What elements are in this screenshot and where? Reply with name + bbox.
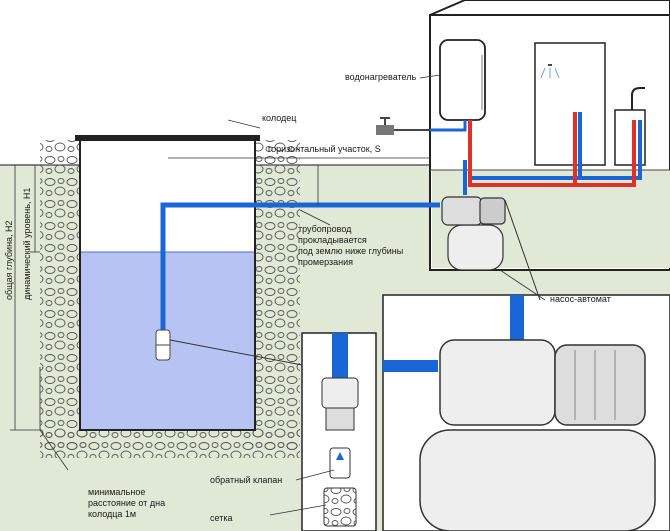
outdoor-tap (376, 117, 430, 135)
label-dynamic-level: динамический уровень, Н1 (22, 188, 32, 300)
label-pipeline-1: трубопровод (298, 224, 352, 234)
label-water-heater: водонагреватель (345, 72, 416, 82)
label-pipeline-2: прокладывается (298, 235, 367, 245)
label-well: колодец (262, 113, 296, 123)
label-min-distance-2: расстояние от дна (88, 498, 165, 508)
label-pipeline-4: промерзания (298, 257, 353, 267)
label-pump-station: насос-автомат (550, 294, 611, 304)
well-cap (75, 135, 260, 141)
label-total-depth: общая глубина, Н2 (4, 220, 14, 300)
sink (614, 87, 646, 166)
pump-detail-box (382, 199, 670, 531)
valve-detail-box (169, 332, 377, 531)
label-min-distance-1: минимальное (88, 487, 145, 497)
cold-pipe-house-3 (580, 120, 642, 180)
water-heater (439, 39, 486, 121)
cold-supply-pipe (160, 202, 440, 330)
hot-pipe-sink (575, 120, 636, 187)
hot-pipe (468, 112, 577, 187)
pump-station-small (441, 196, 506, 271)
label-pipeline-3: под землю ниже глубины (298, 246, 403, 256)
well (40, 135, 300, 458)
shower-cabin (534, 42, 606, 166)
cold-pipe-tap (430, 120, 467, 132)
label-min-distance-3: колодца 1м (88, 509, 136, 519)
dimension-lines (10, 74, 546, 516)
label-horizontal-section: горизонтальный участок, S (268, 144, 381, 154)
label-check-valve: обратный клапан (210, 475, 282, 485)
intake-filter (155, 329, 171, 361)
label-strainer: сетка (210, 513, 232, 523)
